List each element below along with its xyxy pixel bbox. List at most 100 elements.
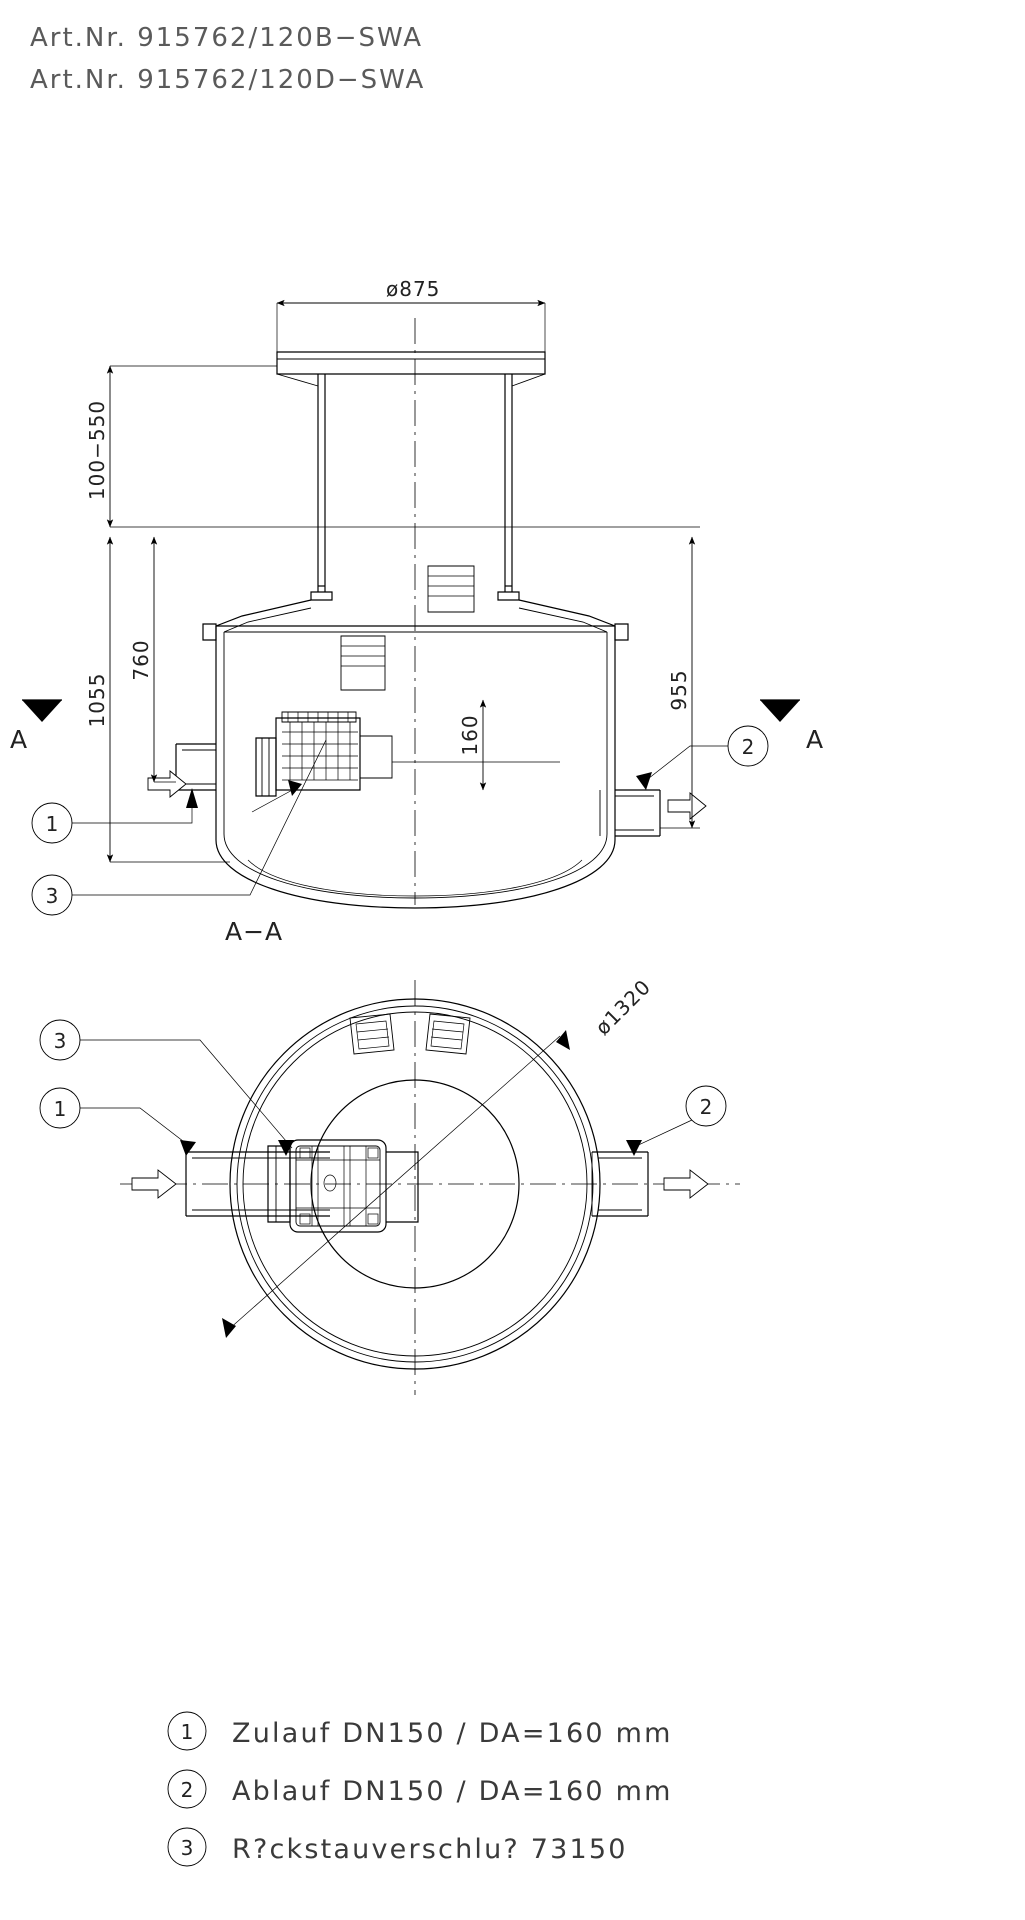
flange-taper-left xyxy=(276,373,319,387)
hatch-left xyxy=(349,1013,395,1055)
dimension-top-diameter: ø875 xyxy=(276,277,546,352)
balloon-callout-3-section: 3 xyxy=(31,739,327,916)
outlet-pipe-assembly xyxy=(599,789,661,837)
plan-balloon-2-circle xyxy=(685,1085,727,1127)
tank-wall-circle xyxy=(242,1011,588,1357)
balloon-callout-2-plan: 2 xyxy=(626,1085,727,1156)
plan-valve-body-inner xyxy=(295,1145,381,1227)
legend: 1 Zulauf DN150 / DA=160 mm 2 Ablauf DN15… xyxy=(167,1711,673,1867)
dimension-overall-height: 1055 xyxy=(85,536,230,863)
hatch-right-inner xyxy=(430,1020,465,1050)
legend-balloon-3-label: 3 xyxy=(181,1836,194,1860)
plan-flow-arrow-outlet xyxy=(663,1169,709,1199)
section-marker-right: A xyxy=(760,699,824,754)
plan-balloon-1-arrow xyxy=(180,1140,196,1156)
body-bottom-inner xyxy=(223,833,608,899)
plan-balloon-1-label: 1 xyxy=(54,1097,67,1121)
balloon-1-label: 1 xyxy=(46,812,59,836)
diameter-leader-arrow-top xyxy=(556,1030,570,1050)
riser-assembly xyxy=(276,351,546,601)
dim-label-inlet-height: 760 xyxy=(129,639,153,680)
balloon-3-leader xyxy=(72,739,327,896)
balloon-callout-1-plan: 1 xyxy=(39,1087,196,1156)
backflow-valve xyxy=(275,711,393,791)
shoulder-left-inner xyxy=(223,607,312,633)
pointer-tank-wall-arrow xyxy=(288,780,302,796)
legend-balloon-1-label: 1 xyxy=(181,1720,194,1744)
balloon-3-label: 3 xyxy=(46,884,59,908)
shoulder-right-inner xyxy=(518,607,608,633)
plan-valve-corner-br xyxy=(367,1213,379,1225)
plan-valve-corner-tl xyxy=(299,1147,311,1159)
riser-seat-right xyxy=(497,591,520,601)
legend-text-1: Zulauf DN150 / DA=160 mm xyxy=(232,1718,673,1749)
legend-balloon-2-label: 2 xyxy=(181,1778,194,1802)
legend-balloon-2-circle xyxy=(167,1769,207,1809)
tank-body xyxy=(202,599,629,909)
balloon-callout-3-plan: 3 xyxy=(39,1019,294,1156)
legend-row-3: 3 R?ckstauverschlu? 73150 xyxy=(167,1827,628,1867)
plan-balloon-2-leader xyxy=(631,1119,693,1149)
dimension-offset: 160 xyxy=(392,699,560,791)
plan-valve-hub xyxy=(323,1174,337,1192)
plan-backflow-valve xyxy=(289,1139,419,1233)
shoulder-right-outer xyxy=(518,599,616,627)
riser-opening-circle xyxy=(310,1079,520,1289)
article-number-line-2: Art.Nr. 915762/120D−SWA xyxy=(30,65,425,95)
diameter-leader-arrow-bottom xyxy=(222,1318,236,1338)
section-arrow-right xyxy=(760,700,800,722)
dimension-inlet-height: 760 xyxy=(129,536,176,783)
plan-balloon-3-arrow xyxy=(278,1140,294,1156)
pointer-tank-wall-line xyxy=(251,787,297,813)
plan-outlet-pipe xyxy=(591,1151,649,1217)
inlet-coupling xyxy=(255,737,277,797)
shoulder-left-outer xyxy=(215,599,312,627)
legend-balloon-3-circle xyxy=(167,1827,207,1867)
plan-balloon-3-leader xyxy=(80,1039,293,1149)
plan-flow-arrow-inlet xyxy=(131,1169,177,1199)
dimension-outlet-height: 955 xyxy=(660,536,700,829)
balloon-callout-1-section: 1 xyxy=(31,788,198,844)
flow-arrow-inlet xyxy=(147,770,187,798)
valve-body xyxy=(275,717,361,791)
hatch-right-rib-2 xyxy=(430,1036,463,1041)
body-bottom-outer xyxy=(215,839,616,909)
section-marker-left: A xyxy=(10,699,62,754)
hatch-right-rib-1 xyxy=(431,1028,464,1033)
section-label-right: A xyxy=(806,725,824,754)
baffle-center-left xyxy=(340,635,386,691)
plan-valve-body xyxy=(289,1139,387,1233)
valve-outlet-stub xyxy=(360,735,393,779)
legend-text-2: Ablauf DN150 / DA=160 mm xyxy=(232,1776,673,1807)
legend-row-2: 2 Ablauf DN150 / DA=160 mm xyxy=(167,1769,673,1809)
hatch-right xyxy=(425,1013,471,1055)
lug-right xyxy=(614,623,629,641)
pointer-tank-wall xyxy=(251,780,302,813)
balloon-1-arrow xyxy=(186,788,198,808)
dim-label-tank-diameter: ø1320 xyxy=(590,974,655,1039)
hatch-left-rib-1 xyxy=(356,1028,389,1033)
dim-label-offset: 160 xyxy=(458,714,482,755)
balloon-1-leader xyxy=(72,805,193,824)
dim-label-overall-height: 1055 xyxy=(85,673,109,728)
hatch-left-inner xyxy=(355,1020,390,1050)
tank-outer-circle-inner xyxy=(236,1005,594,1363)
body-bottom-sump xyxy=(247,859,583,897)
flow-arrow-inlet-glyph xyxy=(147,770,187,798)
dim-label-top-diameter: ø875 xyxy=(386,277,440,301)
plan-valve-corner-bl xyxy=(299,1213,311,1225)
legend-text-3: R?ckstauverschlu? 73150 xyxy=(232,1834,628,1865)
legend-row-1: 1 Zulauf DN150 / DA=160 mm xyxy=(167,1711,673,1751)
internal-baffles xyxy=(340,565,475,691)
plan-view: ø1320 xyxy=(39,974,740,1395)
balloon-2-arrow xyxy=(636,772,652,790)
dim-label-outlet-height: 955 xyxy=(667,669,691,710)
valve-top-cap xyxy=(281,711,357,723)
inlet-pipe-assembly xyxy=(175,737,277,797)
dimension-riser-height: 100−550 xyxy=(85,365,700,528)
plan-balloon-1-leader xyxy=(80,1107,193,1149)
tank-outer-circle xyxy=(229,998,601,1370)
section-label-left: A xyxy=(10,725,28,754)
